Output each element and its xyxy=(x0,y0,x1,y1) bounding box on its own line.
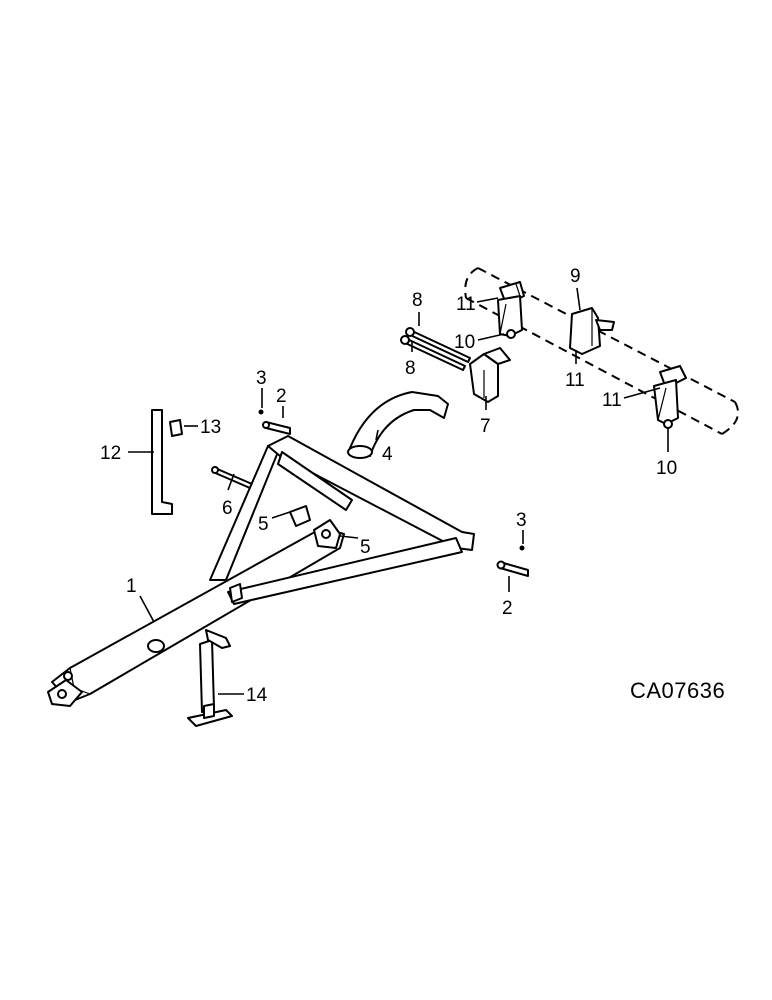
callout-6: 6 xyxy=(222,498,233,519)
callout-2-right: 2 xyxy=(502,598,513,619)
part-bolt-8-upper xyxy=(405,327,471,363)
callout-5-left: 5 xyxy=(258,514,269,535)
callout-11-middle: 11 xyxy=(565,370,585,391)
callout-8-lower: 8 xyxy=(405,358,416,379)
part-clip-3-right xyxy=(519,545,525,551)
part-bracket-12 xyxy=(151,409,173,515)
drawing-code: CA07636 xyxy=(630,678,725,703)
part-hitch-frame-1 xyxy=(47,435,475,707)
part-pin-2-right xyxy=(496,560,529,577)
callout-8-upper: 8 xyxy=(412,290,423,311)
callout-7: 7 xyxy=(480,416,491,437)
callout-11-left: 11 xyxy=(456,294,476,315)
callout-9: 9 xyxy=(570,266,581,287)
part-bolt-13 xyxy=(169,419,183,437)
leader-lines xyxy=(128,287,669,695)
callout-1: 1 xyxy=(126,576,137,597)
callout-13: 13 xyxy=(200,417,221,438)
callout-5-right: 5 xyxy=(360,537,371,558)
part-bracket-11-right xyxy=(653,365,687,429)
part-bolt-8-lower xyxy=(400,335,466,371)
callout-14: 14 xyxy=(246,685,268,706)
callout-11-right: 11 xyxy=(602,390,622,411)
callout-3-upper: 3 xyxy=(256,368,267,389)
part-bracket-11-left xyxy=(497,281,525,339)
part-pin-2-upper xyxy=(262,421,291,435)
part-clamp-9 xyxy=(569,307,615,355)
callout-10-left: 10 xyxy=(454,332,475,353)
callout-4: 4 xyxy=(382,444,393,465)
part-jack-14 xyxy=(187,629,233,727)
part-clevis-7 xyxy=(469,347,511,403)
callout-2-upper: 2 xyxy=(276,386,287,407)
callout-3-right: 3 xyxy=(516,510,527,531)
callout-12: 12 xyxy=(100,443,121,464)
part-strap-4 xyxy=(347,391,449,459)
part-clip-3-upper xyxy=(258,409,264,415)
callout-10-right: 10 xyxy=(656,458,677,479)
